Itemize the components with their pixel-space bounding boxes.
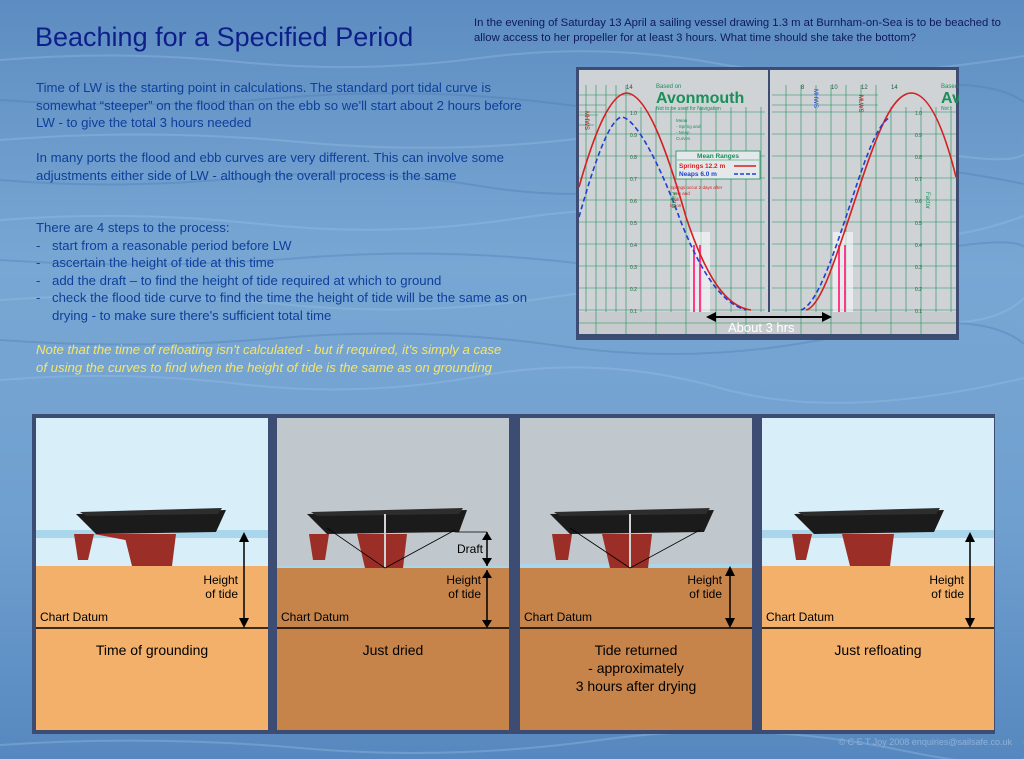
- springs-note: Springs occur 2 days after - new and - f…: [670, 185, 723, 208]
- top-tick-label: 12: [861, 85, 868, 91]
- springs-range: Springs 12.2 m: [679, 163, 725, 170]
- svg-text:0.5: 0.5: [630, 221, 637, 227]
- stage-caption: Time of grounding: [95, 642, 209, 658]
- port-name: Avonmouth: [656, 90, 744, 107]
- svg-text:0.6: 0.6: [630, 199, 637, 205]
- stage-illustration: [520, 418, 752, 730]
- factor-axis-label: Factor: [670, 192, 676, 209]
- svg-text:- Neap: - Neap: [676, 130, 690, 135]
- svg-text:0.7: 0.7: [915, 177, 922, 183]
- chart-datum-label: Chart Datum: [40, 610, 109, 624]
- step-bullet: -: [36, 272, 41, 288]
- not-for-navigation: Not to be used for Navigation: [656, 106, 721, 112]
- svg-text:0.1: 0.1: [915, 309, 922, 315]
- svg-text:0.4: 0.4: [915, 243, 922, 249]
- mhwn-label: MHWS: [812, 89, 818, 108]
- stage-illustration: [277, 418, 509, 730]
- svg-text:0.4: 0.4: [630, 243, 637, 249]
- chart-datum-label: Chart Datum: [766, 610, 835, 624]
- step-bullet: -: [36, 237, 41, 253]
- mlws-label: MLWS: [857, 95, 863, 113]
- svg-text:Springs occur 2 days after: Springs occur 2 days after: [670, 185, 723, 190]
- svg-text:0.9: 0.9: [915, 133, 922, 139]
- height-of-tide-label: Height of tide: [929, 573, 964, 601]
- svg-text:0.1: 0.1: [630, 309, 637, 315]
- svg-text:0.2: 0.2: [915, 287, 922, 293]
- stage-caption: Just dried: [362, 642, 424, 658]
- page-title: Beaching for a Specified Period: [35, 22, 414, 52]
- step-item: -check the flood tide curve to find the …: [36, 290, 528, 323]
- copyright-notice: © C E T Joy 2008 enquiries@sailsafe.co.u…: [838, 737, 1012, 747]
- factor-ticks-right: 1.0 0.9 0.8 0.7 0.6 0.5 0.4 0.3 0.2 0.1: [915, 111, 922, 315]
- svg-text:0.2: 0.2: [630, 287, 637, 293]
- svg-text:1.0: 1.0: [630, 111, 637, 117]
- intro-paragraph-2: In many ports the flood and ebb curves a…: [36, 150, 504, 183]
- flood-springs-curve: [805, 92, 957, 311]
- svg-text:0.3: 0.3: [630, 265, 637, 271]
- height-of-tide-label: Height of tide: [687, 573, 722, 601]
- about-3-hrs-label: About 3 hrs: [728, 320, 795, 335]
- intro-paragraph-1: Time of LW is the starting point in calc…: [36, 80, 522, 131]
- svg-text:0.8: 0.8: [915, 155, 922, 161]
- step-item: -ascertain the height of tide at this ti…: [36, 255, 275, 271]
- steps-heading: There are 4 steps to the process:: [36, 220, 230, 235]
- svg-text:- new and: - new and: [670, 191, 690, 196]
- about-3-hrs-arrow: [706, 312, 832, 322]
- svg-text:0.5: 0.5: [915, 221, 922, 227]
- step-item: -start from a reasonable period before L…: [36, 237, 292, 253]
- stage-illustration: [36, 418, 268, 730]
- flood-height-grid: [772, 85, 952, 312]
- svg-text:0.9: 0.9: [630, 133, 637, 139]
- stage-caption: Just refloating: [834, 642, 922, 658]
- problem-statement: In the evening of Saturday 13 April a sa…: [474, 17, 1001, 44]
- port-name-cut: Av: [941, 90, 959, 107]
- svg-text:Mean: Mean: [676, 118, 688, 123]
- factor-ticks-left: 1.0 0.9 0.8 0.7 0.6 0.5 0.4 0.3 0.2 0.1: [630, 111, 637, 315]
- curves-legend: Mean - Spring and - Neap Curves: [676, 118, 701, 141]
- top-tick-label: 14: [891, 85, 898, 91]
- svg-text:Curves: Curves: [676, 136, 691, 141]
- svg-text:0.6: 0.6: [915, 199, 922, 205]
- mhws-label: MHWS: [583, 111, 589, 130]
- top-tick-label: 10: [831, 85, 838, 91]
- svg-text:- Spring and: - Spring and: [676, 124, 701, 129]
- height-of-tide-label: Height of tide: [446, 573, 481, 601]
- time-axis-grid: [579, 312, 956, 334]
- ebb-height-grid: [579, 85, 762, 312]
- flood-neaps-curve: [800, 116, 892, 311]
- chart-datum-label: Chart Datum: [281, 610, 350, 624]
- steps-list: There are 4 steps to the process: -start…: [36, 219, 556, 325]
- ebb-neaps-curve: [578, 116, 747, 311]
- svg-text:0.8: 0.8: [630, 155, 637, 161]
- stage-panel-tide-returned: Height of tide Chart Datum Tide returned…: [520, 418, 752, 730]
- stage-panel-just-dried: Draft Height of tide Chart Datum Just dr…: [277, 418, 509, 730]
- top-tick-label: 8: [801, 85, 805, 91]
- step-bullet: -: [36, 290, 41, 306]
- tidal-curve-chart: 14 8 10 12 14 MHWS MHWS MLWS Based on Av…: [576, 67, 959, 340]
- svg-text:0.7: 0.7: [630, 177, 637, 183]
- step-bullet: -: [36, 255, 41, 271]
- mean-ranges-box: Mean Ranges Springs 12.2 m Neaps 6.0 m: [675, 150, 761, 180]
- refloating-note: Note that the time of refloating isn't c…: [36, 342, 502, 375]
- draft-label: Draft: [456, 542, 483, 556]
- stage-panel-refloating: Height of tide Chart Datum Just refloati…: [762, 418, 994, 730]
- svg-text:0.3: 0.3: [915, 265, 922, 271]
- top-tick-label: 14: [626, 85, 633, 91]
- svg-text:1.0: 1.0: [915, 111, 922, 117]
- chart-datum-label: Chart Datum: [524, 610, 593, 624]
- not-for-navigation-cut: Not f: [941, 106, 952, 112]
- stage-illustration: [762, 418, 994, 730]
- svg-text:- full: - full: [670, 197, 679, 202]
- mean-ranges-title: Mean Ranges: [697, 153, 739, 160]
- stage-panel-grounding: Height of tide Chart Datum Time of groun…: [36, 418, 268, 730]
- height-of-tide-label: Height of tide: [203, 573, 238, 601]
- neaps-range: Neaps 6.0 m: [679, 171, 717, 178]
- based-on-label: Based on: [656, 84, 681, 90]
- based-on-label-cut: Based: [941, 84, 958, 90]
- ebb-springs-curve: [578, 92, 752, 311]
- factor-axis-label-right: Factor: [924, 192, 930, 209]
- step-item: -add the draft – to find the height of t…: [36, 272, 442, 288]
- stage-caption: Tide returned - approximately 3 hours af…: [575, 642, 697, 694]
- svg-text:Moon: Moon: [670, 203, 682, 208]
